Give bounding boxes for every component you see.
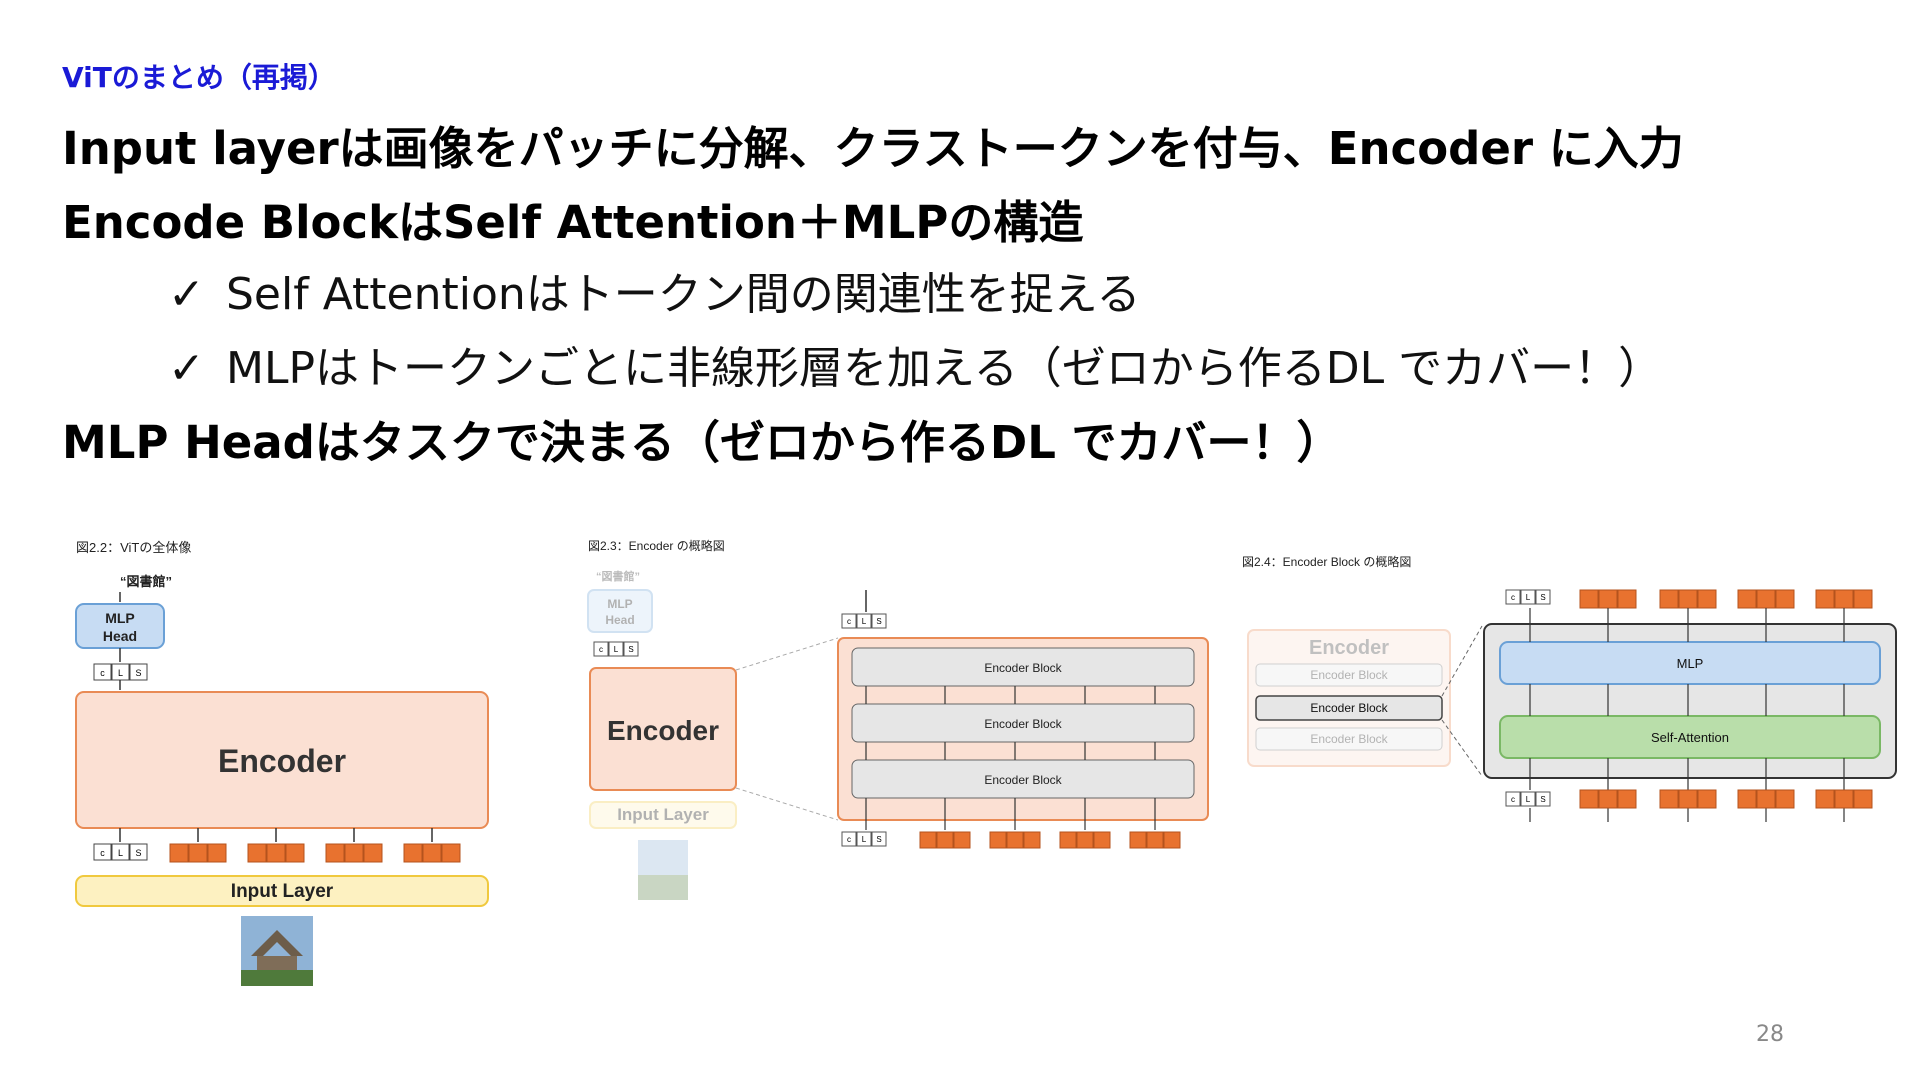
svg-text:c: c <box>100 848 105 858</box>
cls-token: c L S <box>593 641 639 657</box>
svg-text:c: c <box>599 645 603 654</box>
encoder-label: Encoder <box>607 715 719 746</box>
check-icon: ✓ <box>168 269 205 320</box>
patch-token <box>1579 589 1873 609</box>
svg-text:L: L <box>118 848 123 858</box>
mlp-box <box>1499 641 1881 685</box>
svg-text:MLP: MLP <box>607 597 632 611</box>
patch-token <box>169 843 461 863</box>
svg-text:c: c <box>847 617 851 626</box>
section-tag: ViTのまとめ（再掲） <box>62 61 336 94</box>
cls-token: c L S <box>841 613 887 629</box>
svg-text:S: S <box>876 617 881 626</box>
cls-token: c L S <box>93 663 148 681</box>
cls-token: c L S <box>93 843 148 861</box>
mlp-head-box <box>587 589 653 633</box>
self-attention-label: Self-Attention <box>1651 730 1729 745</box>
figure-caption: 図2.4：Encoder Block の概略図 <box>1242 554 1411 569</box>
svg-text:Head: Head <box>605 613 634 627</box>
svg-text:L: L <box>614 645 619 654</box>
encoder-block <box>851 703 1195 743</box>
bullet-self-attention: ✓ Self Attentionはトークン間の関連性を捉える <box>168 258 1140 322</box>
svg-text:Encoder Block: Encoder Block <box>984 661 1062 675</box>
svg-text:Encoder Block: Encoder Block <box>984 773 1062 787</box>
encoder-box <box>75 691 489 829</box>
svg-text:S: S <box>1540 593 1545 602</box>
svg-text:L: L <box>118 668 123 678</box>
mlp-head-label: Head <box>103 628 137 644</box>
svg-text:“図書館”: “図書館” <box>596 569 640 583</box>
encoder-block-highlight <box>1255 695 1443 721</box>
encoder-block <box>851 647 1195 687</box>
output-label: “図書館” <box>120 574 172 589</box>
svg-text:c: c <box>1511 593 1515 602</box>
self-attention-box <box>1499 715 1881 759</box>
svg-text:L: L <box>862 617 867 626</box>
patch-token <box>919 831 1181 849</box>
svg-text:S: S <box>876 835 881 844</box>
bullet-mlp: ✓ MLPはトークンごとに非線形層を加える（ゼロから作るDL でカバー！） <box>168 332 1662 396</box>
figure-caption: 図2.3：Encoder の概略図 <box>588 538 725 553</box>
svg-text:S: S <box>628 645 633 654</box>
encoder-block <box>851 759 1195 799</box>
summary-line-input-layer: Input layerは画像をパッチに分解、クラストークンを付与、Encoder… <box>62 122 1684 175</box>
svg-text:c: c <box>1511 795 1515 804</box>
encoder-box <box>589 667 737 791</box>
svg-text:c: c <box>100 668 105 678</box>
patch-token <box>1579 789 1873 809</box>
svg-text:L: L <box>862 835 867 844</box>
svg-text:Input Layer: Input Layer <box>617 805 709 824</box>
figure-encoder-block-detail: 図2.4：Encoder Block の概略図 Encoder Encoder … <box>1242 554 1897 822</box>
svg-text:L: L <box>1526 593 1531 602</box>
svg-text:c: c <box>847 835 851 844</box>
encoder-label: Encoder <box>218 743 346 779</box>
mlp-label: MLP <box>1677 656 1704 671</box>
svg-text:S: S <box>135 668 141 678</box>
svg-text:Encoder: Encoder <box>1309 637 1389 659</box>
cls-token: c L S <box>1505 589 1551 605</box>
svg-text:S: S <box>135 848 141 858</box>
svg-text:Encoder Block: Encoder Block <box>1310 668 1388 682</box>
svg-text:Encoder Block: Encoder Block <box>1310 701 1388 715</box>
check-icon: ✓ <box>168 343 205 394</box>
summary-line-mlp-head: MLP Headはタスクで決まる（ゼロから作るDL でカバー！） <box>62 416 1342 469</box>
figure-vit-overview: 図2.2：ViTの全体像 “図書館” MLP Head c L S Encode… <box>75 540 489 986</box>
summary-line-encoder-block: Encode BlockはSelf Attention＋MLPの構造 <box>62 196 1084 249</box>
figure-encoder-overview: 図2.3：Encoder の概略図 “図書館” MLP Head c L S E… <box>587 538 1209 900</box>
bullet-text: Self Attentionはトークン間の関連性を捉える <box>226 269 1141 320</box>
input-image <box>241 916 313 986</box>
svg-text:Encoder Block: Encoder Block <box>984 717 1062 731</box>
bullet-text: MLPはトークンごとに非線形層を加える（ゼロから作るDL でカバー！） <box>226 343 1663 394</box>
cls-token: c L S <box>841 831 887 847</box>
cls-token: c L S <box>1505 791 1551 807</box>
mlp-head-label: MLP <box>105 610 135 626</box>
figure-caption: 図2.2：ViTの全体像 <box>76 540 191 555</box>
svg-text:S: S <box>1540 795 1545 804</box>
input-layer-label: Input Layer <box>231 881 334 902</box>
svg-text:L: L <box>1526 795 1531 804</box>
page-number: 28 <box>1756 1022 1784 1047</box>
input-layer-box <box>75 875 489 907</box>
input-layer-box <box>589 801 737 829</box>
svg-text:Encoder Block: Encoder Block <box>1310 732 1388 746</box>
